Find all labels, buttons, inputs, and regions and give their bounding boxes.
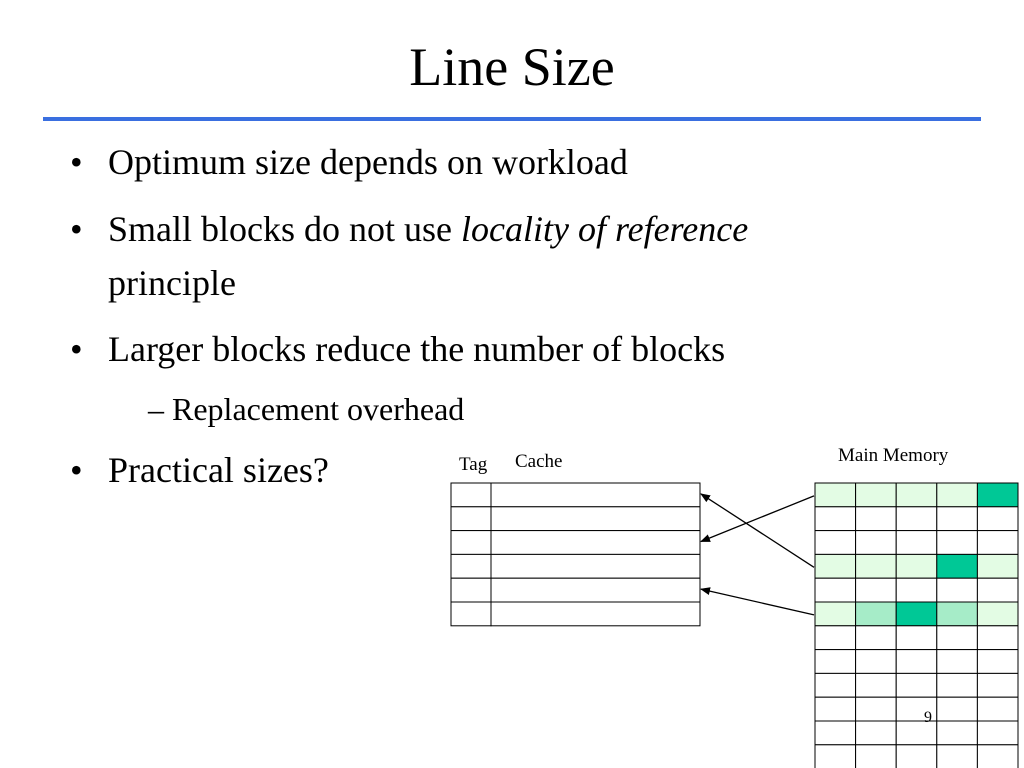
sub-bullet: – Replacement overhead xyxy=(148,391,465,427)
memory-cell xyxy=(976,744,1019,768)
bullet-text: Practical sizes? xyxy=(108,448,329,492)
memory-cell xyxy=(814,672,857,698)
cache-tag-cell xyxy=(450,601,492,627)
memory-cell xyxy=(976,506,1019,532)
main-memory-label: Main Memory xyxy=(838,445,949,466)
memory-cell xyxy=(976,696,1019,722)
memory-cell xyxy=(936,577,978,603)
bullet-symbol: • xyxy=(70,209,83,249)
memory-cell xyxy=(855,601,897,627)
cache-tag-cell xyxy=(450,530,492,555)
memory-cell xyxy=(895,530,938,555)
memory-cell xyxy=(976,553,1019,579)
slide-title: Line Size xyxy=(409,37,615,97)
memory-cell xyxy=(855,744,897,768)
mapping-arrow xyxy=(700,587,815,616)
memory-cell xyxy=(936,625,978,651)
memory-cell xyxy=(814,482,857,508)
bullet-continuation-text: principle xyxy=(108,263,236,303)
memory-cell xyxy=(976,601,1019,627)
cache-line xyxy=(490,530,701,555)
bullet-text: Optimum size depends on workload xyxy=(108,140,628,184)
memory-cell xyxy=(976,625,1019,651)
cache-tag-cell xyxy=(450,506,492,532)
mapping-arrows xyxy=(700,493,815,616)
memory-cell xyxy=(855,482,897,508)
mapping-arrow xyxy=(700,495,815,543)
memory-cell xyxy=(895,577,938,603)
memory-cell xyxy=(855,506,897,532)
bullet-symbol: • xyxy=(70,329,83,369)
memory-cell xyxy=(855,720,897,746)
cache-tag-cell xyxy=(450,482,492,508)
memory-cell xyxy=(895,649,938,674)
bullet-text-part: Larger blocks reduce the number of block… xyxy=(108,329,726,369)
memory-cell xyxy=(895,482,938,508)
memory-cell xyxy=(814,577,857,603)
memory-cell xyxy=(855,553,897,579)
memory-cell xyxy=(814,744,857,768)
memory-cell xyxy=(976,482,1019,508)
memory-cell xyxy=(814,720,857,746)
memory-cell xyxy=(936,696,978,722)
cache-line xyxy=(490,482,701,508)
title-underline xyxy=(43,117,981,121)
bullet-symbol: • xyxy=(70,142,83,182)
memory-cell xyxy=(814,649,857,674)
memory-cell xyxy=(936,601,978,627)
memory-cell xyxy=(976,577,1019,603)
main-memory-grid xyxy=(814,482,1019,768)
memory-cell xyxy=(936,649,978,674)
bullet-text: Small blocks do not use locality of refe… xyxy=(108,207,748,251)
memory-cell xyxy=(855,577,897,603)
bullet-text: Larger blocks reduce the number of block… xyxy=(108,327,725,371)
cache-line xyxy=(490,506,701,532)
memory-cell xyxy=(895,672,938,698)
memory-cell xyxy=(976,649,1019,674)
memory-cell xyxy=(895,553,938,579)
memory-cell xyxy=(895,601,938,627)
memory-cell xyxy=(855,672,897,698)
mapping-arrow xyxy=(700,493,815,568)
memory-cell xyxy=(936,530,978,555)
memory-cell xyxy=(814,601,857,627)
memory-cell xyxy=(814,625,857,651)
memory-cell xyxy=(895,744,938,768)
cache-tag-cell xyxy=(450,577,492,603)
bullet-text-emphasis: locality of reference xyxy=(461,209,749,249)
tag-label: Tag xyxy=(459,454,488,475)
memory-cell xyxy=(936,672,978,698)
cache-line xyxy=(490,577,701,603)
cache-tag-cell xyxy=(450,553,492,579)
cache-label: Cache xyxy=(515,451,563,472)
memory-cell xyxy=(814,530,857,555)
memory-cell xyxy=(895,625,938,651)
cache-line xyxy=(490,601,701,627)
bullet-symbol: • xyxy=(70,450,83,490)
memory-cell xyxy=(814,696,857,722)
memory-cell xyxy=(936,744,978,768)
memory-cell xyxy=(976,530,1019,555)
memory-cell xyxy=(936,720,978,746)
memory-cell xyxy=(936,553,978,579)
memory-cell xyxy=(814,506,857,532)
bullet-text-part: Practical sizes? xyxy=(108,450,329,490)
memory-cell xyxy=(895,506,938,532)
bullet-text-part: Small blocks do not use xyxy=(108,209,461,249)
bullet-text-part: Optimum size depends on workload xyxy=(108,142,628,182)
memory-cell xyxy=(936,506,978,532)
memory-cell xyxy=(855,530,897,555)
memory-cell xyxy=(855,696,897,722)
page-number: 9 xyxy=(924,709,932,726)
cache-line xyxy=(490,553,701,579)
memory-cell xyxy=(855,649,897,674)
cache-table xyxy=(450,482,701,627)
memory-cell xyxy=(976,720,1019,746)
memory-cell xyxy=(976,672,1019,698)
memory-cell xyxy=(936,482,978,508)
memory-cell xyxy=(814,553,857,579)
memory-cell xyxy=(855,625,897,651)
